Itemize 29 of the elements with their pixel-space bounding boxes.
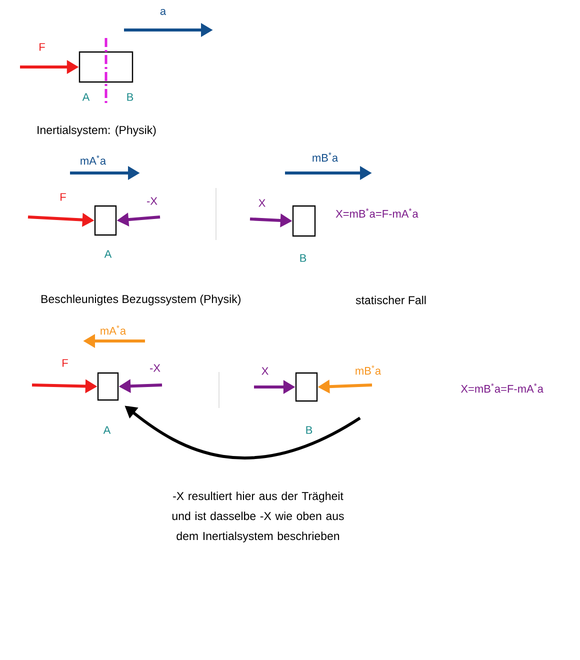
force-label: X [262,367,268,375]
equation: X=mB$^{*}$a=F-mA$^{*}$a [336,208,418,218]
force-label: mB$^{*}$a [356,365,382,375]
force-label: F [60,193,66,201]
body-box [94,205,117,236]
force-label: -X [147,197,158,205]
acceleration-label: a [160,9,166,15]
force-label: F [62,359,68,367]
force-label: -X [150,364,160,372]
acceleration-label: mA$^{*}$a [100,325,126,335]
force-label: F [40,43,45,51]
body-box [78,51,134,83]
body-label: A [104,250,112,258]
equation: X=mB$^{*}$a=F-mA$^{*}$a [460,383,544,393]
section-title: statischer Fall [356,296,426,304]
body-box [295,372,318,402]
acceleration-label: mA$^{*}$a [80,155,106,165]
force-label: X [258,199,266,207]
body-box [97,372,119,401]
body-label: A [82,93,90,101]
section-title: Inertialsystem: (Physik) [38,126,156,136]
body-label: A [103,426,111,434]
section-title: Beschleunigtes Bezugssystem (Physik) [41,294,240,306]
body-label: B [306,426,312,434]
body-label: B [127,93,134,101]
body-label: B [300,254,306,262]
body-box [292,205,316,237]
note-text: -X resultiert hier aus der Trägheit und ist dasselbe -X wie oben aus dem Inertialsystem beschrieben [172,492,344,542]
acceleration-label: mB$^{*}$a [312,152,338,162]
